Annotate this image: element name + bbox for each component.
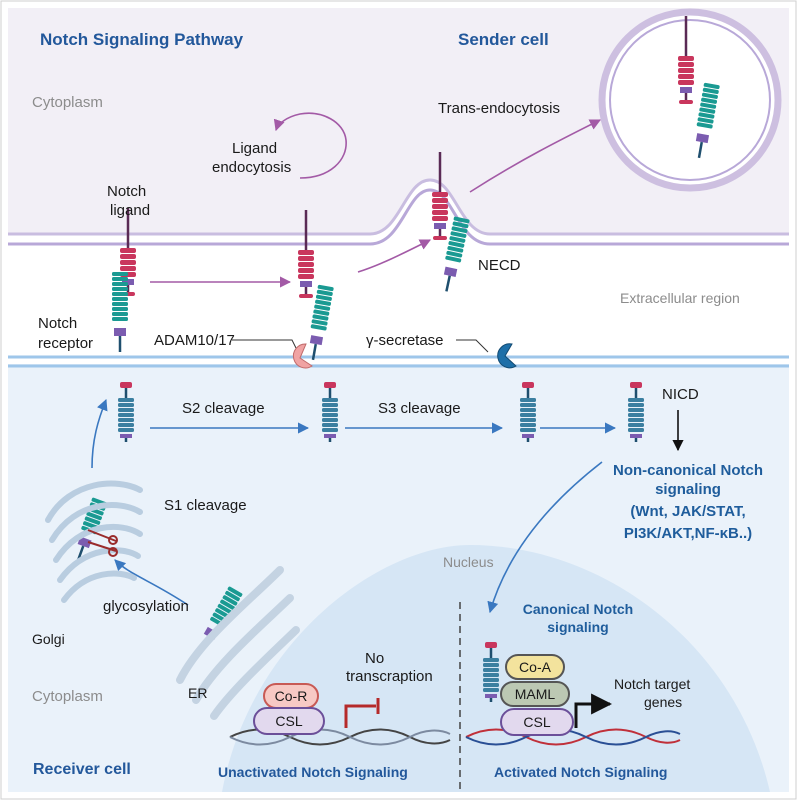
noncanonical-line1: Non-canonical Notch — [612, 462, 763, 479]
arrow-ligand-endocytosis — [273, 112, 347, 179]
unactivated-panel-label: Unactivated Notch Signaling — [218, 764, 408, 780]
nucleus-label: Nucleus — [443, 554, 494, 570]
s1-cleavage-label: S1 cleavage — [164, 497, 247, 514]
cytoplasm-bottom-label: Cytoplasm — [32, 688, 103, 705]
cytoplasm-top-label: Cytoplasm — [32, 94, 103, 111]
no-transcription-line2: transcraption — [346, 668, 433, 685]
arrow-trans-endocytosis — [469, 119, 602, 193]
receiver-cell-title: Receiver cell — [33, 761, 131, 778]
arrow-to-curve — [357, 239, 432, 273]
notch-ligand-label-1: Notch — [107, 183, 147, 200]
figure-title: Notch Signaling Pathway — [40, 30, 244, 49]
activated-panel-label: Activated Notch Signaling — [494, 764, 668, 780]
necd-fragment — [443, 216, 470, 292]
sender-cell-area — [8, 8, 789, 234]
co-r-box: Co-R — [263, 683, 319, 709]
nicd-fragment — [628, 382, 644, 442]
sender-membrane — [8, 178, 789, 246]
receptor-fragment-2 — [322, 382, 338, 442]
protein-glyphs — [76, 16, 720, 702]
noncanonical-line3: (Wnt, JAK/STAT, — [630, 503, 746, 520]
sender-cell-title: Sender cell — [458, 30, 549, 49]
activation-arrow-icon — [574, 693, 613, 728]
notch-receptor-full — [112, 272, 128, 352]
adam-enzyme-icon — [292, 343, 313, 369]
notch-ligand-label-2: ligand — [110, 202, 151, 219]
target-genes-line2: genes — [644, 694, 683, 710]
target-genes-line1: Notch target — [614, 676, 691, 692]
notch-receptor-bound — [309, 284, 334, 361]
co-a-box: Co-A — [505, 654, 565, 680]
golgi-icon — [45, 480, 143, 603]
receiver-membrane — [8, 355, 789, 368]
nicd-label: NICD — [662, 386, 699, 403]
repression-icon — [344, 704, 376, 728]
er-icon — [176, 566, 300, 720]
arrow-golgi-membrane — [91, 398, 108, 469]
scissors-icon — [87, 529, 118, 557]
notch-receptor-label-1: Notch — [38, 315, 78, 332]
receptor-fragment-1 — [118, 382, 134, 442]
noncanonical-line4: PI3K/AKT,NF-κB..) — [623, 525, 753, 542]
er-label: ER — [188, 685, 208, 701]
arrow-to-nucleus — [487, 461, 603, 614]
s2-cleavage-label: S2 cleavage — [182, 400, 265, 417]
necd-label: NECD — [478, 257, 521, 274]
csl-right-box: CSL — [500, 708, 574, 736]
nicd-nuclear — [483, 642, 499, 702]
necd-in-vesicle — [695, 82, 720, 159]
receptor-fragment-3 — [520, 382, 536, 442]
canonical-line2: signaling — [547, 619, 609, 635]
notch-ligand-2 — [298, 210, 314, 298]
trans-endocytosis-label: Trans-endocytosis — [438, 100, 560, 117]
adam-label: ADAM10/17 — [154, 332, 235, 349]
notch-receptor-label-2: receptor — [38, 335, 94, 352]
extracellular-label: Extracellular region — [620, 290, 740, 306]
maml-box: MAML — [500, 681, 570, 707]
glycosylation-label: glycosylation — [103, 598, 189, 615]
notch-ligand-vesicle — [678, 16, 694, 104]
no-transcription-line1: No — [365, 650, 385, 667]
notch-ligand-3 — [432, 152, 448, 240]
csl-left-box: CSL — [253, 707, 325, 735]
canonical-line1: Canonical Notch — [522, 601, 634, 617]
golgi-label: Golgi — [32, 631, 65, 647]
ligand-endocytosis-label-1: Ligand — [232, 140, 278, 157]
s3-cleavage-label: S3 cleavage — [378, 400, 461, 417]
arrow-er-golgi — [114, 559, 189, 606]
gamma-secretase-label: γ-secretase — [366, 332, 444, 349]
gamma-secretase-icon — [497, 343, 517, 369]
noncanonical-line2: signaling — [655, 481, 721, 498]
ligand-endocytosis-label-2: endocytosis — [212, 159, 292, 176]
